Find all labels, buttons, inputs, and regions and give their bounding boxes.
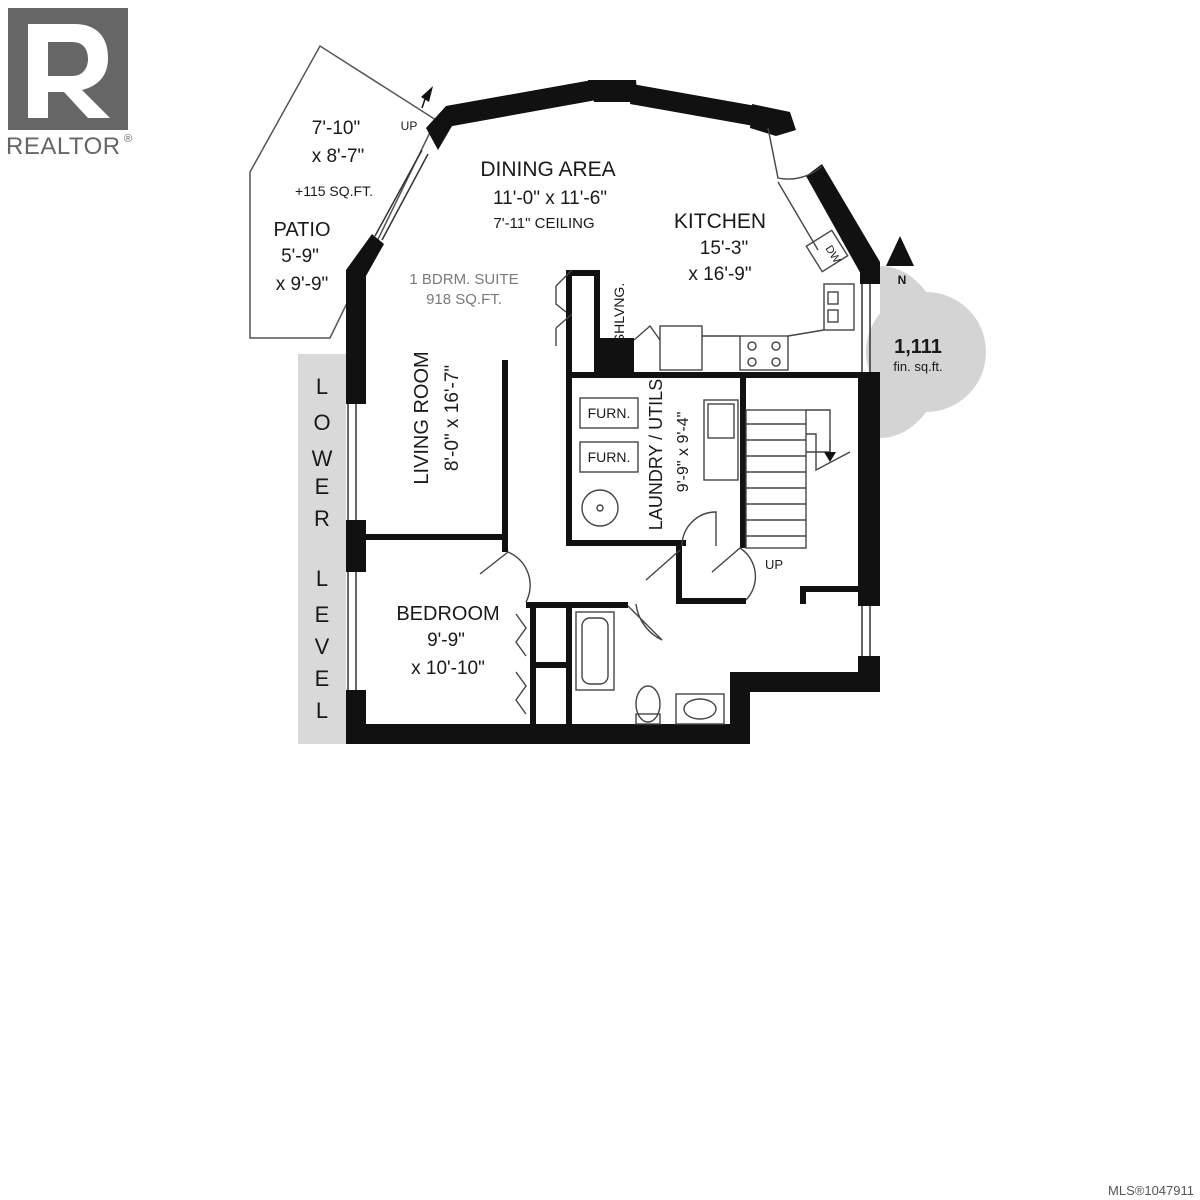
lower-level-label: L O W E R L E V E L xyxy=(312,374,333,723)
toilet-icon xyxy=(635,685,661,723)
north-label: N xyxy=(898,273,907,287)
shelving-label: SHLVNG. xyxy=(611,283,627,343)
kitchen-dim2: x 16'-9" xyxy=(688,264,751,285)
level-letter: E xyxy=(315,602,330,627)
mls-number: MLS®1047911 xyxy=(1108,1183,1194,1198)
patio-outline xyxy=(249,44,437,339)
area-value: 1,111 xyxy=(894,336,942,358)
laundry-fixtures xyxy=(579,397,739,527)
bath-fixtures xyxy=(575,611,725,725)
level-letter: L xyxy=(316,374,328,399)
dishwasher-box xyxy=(805,229,849,273)
kitchen-dim1: 15'-3" xyxy=(700,238,748,259)
patio-dim-b1: 5'-9" xyxy=(281,246,319,267)
kitchen-fixtures xyxy=(659,181,855,371)
compass-disc xyxy=(866,292,986,412)
patio-dim-b2: x 9'-9" xyxy=(276,274,329,295)
patio-extra: +115 SQ.FT. xyxy=(295,183,373,199)
bedroom-name: BEDROOM xyxy=(396,603,499,625)
realtor-logo: REALTOR ® xyxy=(6,8,132,160)
level-letter: E xyxy=(315,474,330,499)
dining-dims: 11'-0" x 11'-6" xyxy=(493,188,607,209)
furnace-label-1: FURN. xyxy=(588,405,631,421)
level-letter: L xyxy=(316,698,328,723)
suite-line2: 918 SQ.FT. xyxy=(426,291,502,308)
furnace-box-1 xyxy=(579,397,639,429)
kitchen-name: KITCHEN xyxy=(674,210,766,233)
level-letter: O xyxy=(313,410,330,435)
lower-level-band xyxy=(298,354,346,744)
fridge-icon xyxy=(659,325,703,371)
dishwasher-label: DW xyxy=(823,243,843,265)
level-letter: E xyxy=(315,666,330,691)
exterior-walls xyxy=(346,80,880,744)
patio-arrow-icon xyxy=(421,86,433,102)
dining-name: DINING AREA xyxy=(480,158,615,181)
realtor-r-icon xyxy=(28,24,110,118)
stairs-up-label: UP xyxy=(765,557,783,572)
water-heater-icon xyxy=(581,489,619,527)
patio-up-label: UP xyxy=(401,119,418,133)
doors xyxy=(479,127,823,641)
furnace-box-2 xyxy=(579,441,639,473)
patio-dim-a1: 7'-10" xyxy=(312,118,360,139)
north-arrow-icon xyxy=(886,236,914,266)
interior-walls xyxy=(366,270,862,724)
bath-sink-icon xyxy=(675,693,725,725)
living-dims: 8'-0" x 16'-7" xyxy=(442,365,463,471)
living-name: LIVING ROOM xyxy=(411,351,433,484)
level-letter: V xyxy=(315,634,330,659)
sink-icon xyxy=(823,283,855,331)
realtor-logo-text: REALTOR xyxy=(6,133,121,160)
level-letter: L xyxy=(316,566,328,591)
laundry-tub-icon xyxy=(703,399,739,481)
laundry-name: LAUNDRY / UTILS. xyxy=(646,374,666,530)
bedroom-dim1: 9'-9" xyxy=(427,630,465,651)
stair-down-arrow-icon xyxy=(824,452,836,462)
level-letter: W xyxy=(312,446,333,471)
stairs xyxy=(745,409,851,549)
laundry-dims: 9'-9" x 9'-4" xyxy=(675,412,692,493)
bathtub-icon xyxy=(575,611,615,691)
patio-name: PATIO xyxy=(273,219,330,241)
area-unit: fin. sq.ft. xyxy=(893,359,942,374)
suite-line1: 1 BDRM. SUITE xyxy=(409,271,518,288)
dining-ceiling: 7'-11" CEILING xyxy=(493,215,594,232)
stove-icon xyxy=(739,335,789,371)
patio-dim-a2: x 8'-7" xyxy=(312,146,365,167)
realtor-registered-mark: ® xyxy=(124,133,132,145)
bedroom-dim2: x 10'-10" xyxy=(411,658,485,679)
closet-doors xyxy=(515,613,527,715)
furnace-label-2: FURN. xyxy=(588,449,631,465)
level-letter: R xyxy=(314,506,330,531)
